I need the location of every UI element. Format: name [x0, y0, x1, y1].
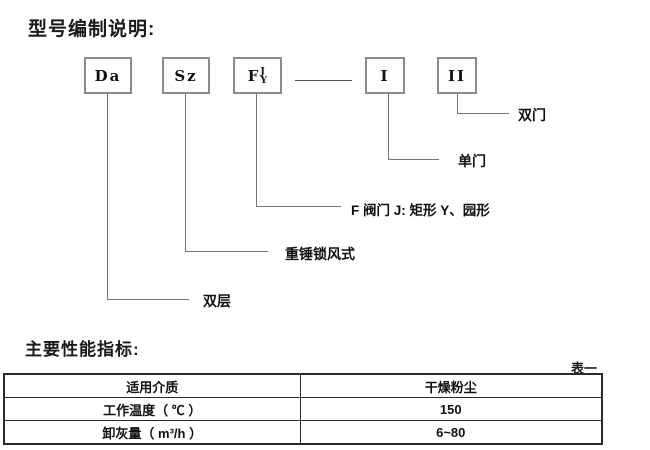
- table-row: 工作温度（ ℃ ） 150: [3, 397, 603, 421]
- table-cell-param: 工作温度（ ℃ ）: [3, 397, 301, 421]
- table-cell-value: 干燥粉尘: [299, 373, 603, 398]
- table-cell-value: 150: [299, 397, 603, 421]
- branch-label-double-door: 双门: [518, 107, 546, 123]
- table-cell-param: 卸灰量（ m³/h ）: [3, 420, 301, 445]
- performance-table: 适用介质 干燥粉尘 工作温度（ ℃ ） 150 卸灰量（ m³/h ） 6~80: [3, 373, 603, 445]
- table-row: 卸灰量（ m³/h ） 6~80: [3, 420, 603, 445]
- code-box-ii-label: II: [447, 66, 467, 85]
- connector-line-da: [107, 93, 189, 300]
- table-cell-param: 适用介质: [3, 373, 301, 398]
- code-box-fjy-sup: J: [260, 65, 265, 77]
- table-row: 适用介质 干燥粉尘: [3, 373, 603, 398]
- separator-dash-line: [295, 80, 352, 81]
- connector-line-ii: [457, 93, 509, 114]
- code-box-da-label: Da: [94, 66, 122, 85]
- code-box-fjy-main: F: [247, 66, 259, 85]
- code-box-fjy-sub: Y: [260, 74, 268, 86]
- code-box-fjy: F J Y: [233, 57, 282, 94]
- code-box-i-label: I: [380, 66, 390, 85]
- code-box-sz-label: Sz: [174, 66, 198, 85]
- code-box-i: I: [365, 57, 405, 94]
- code-box-da: Da: [84, 57, 132, 94]
- branch-label-hammer-airlock: 重锤锁风式: [285, 246, 355, 262]
- connector-line-i: [388, 93, 439, 160]
- connector-line-fjy: [256, 93, 341, 207]
- table-cell-value: 6~80: [299, 420, 603, 445]
- code-box-ii: II: [437, 57, 477, 94]
- table-number-tag: 表一: [571, 361, 598, 376]
- branch-label-valve-shape: F 阀门 J: 矩形 Y、园形: [351, 203, 490, 218]
- code-box-sz: Sz: [162, 57, 210, 94]
- code-box-fjy-stack: J Y: [260, 65, 268, 86]
- branch-label-double-layer: 双层: [203, 293, 231, 309]
- branch-label-single-door: 单门: [458, 153, 486, 169]
- section-title-performance: 主要性能指标:: [25, 340, 140, 359]
- page-title: 型号编制说明:: [28, 19, 156, 40]
- connector-line-sz: [185, 93, 268, 252]
